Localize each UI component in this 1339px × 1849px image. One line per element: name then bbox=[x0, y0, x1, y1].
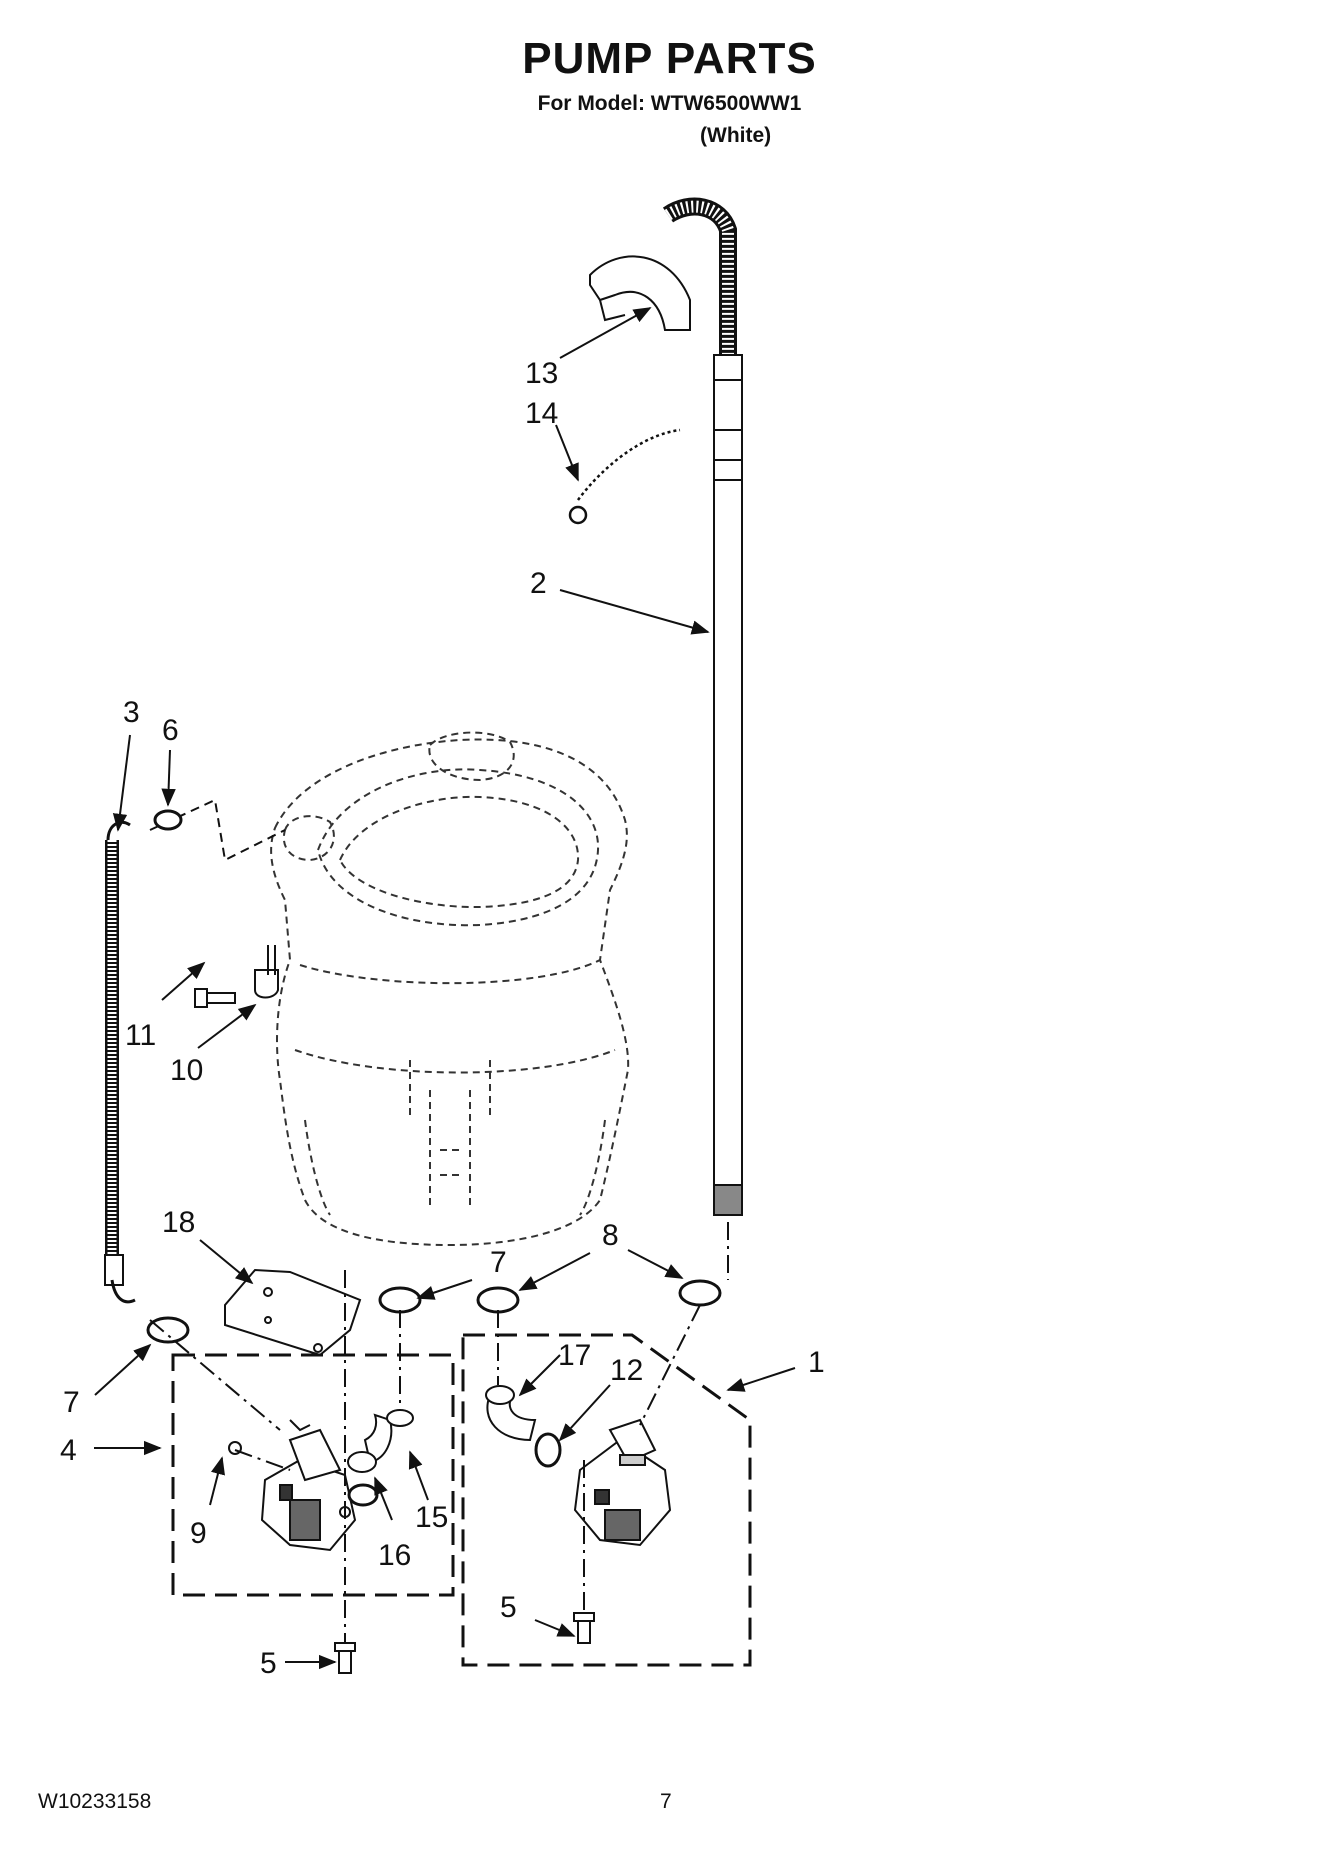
callout-5-right: 5 bbox=[500, 1591, 517, 1624]
document-number: W10233158 bbox=[38, 1790, 152, 1813]
right-pump-assembly-box bbox=[461, 1333, 752, 1667]
drain-hose bbox=[662, 197, 743, 1216]
callout-10: 10 bbox=[170, 1054, 203, 1087]
callout-5-left: 5 bbox=[260, 1647, 277, 1680]
callout-6-lower: 7 bbox=[490, 1246, 507, 1279]
callout-13: 13 bbox=[525, 357, 558, 390]
inlet-guide-line bbox=[149, 798, 286, 862]
callout-11: 11 bbox=[125, 1019, 156, 1052]
tie-strap bbox=[568, 428, 681, 525]
callout-6-upper: 6 bbox=[162, 714, 179, 747]
callout-15: 15 bbox=[415, 1501, 448, 1534]
inlet-hose bbox=[104, 820, 136, 1304]
callout-8: 8 bbox=[602, 1219, 619, 1252]
page-number: 7 bbox=[660, 1790, 672, 1813]
washer-tub-outline bbox=[270, 731, 630, 1247]
callout-3: 3 bbox=[123, 696, 140, 729]
callout-14: 14 bbox=[525, 397, 558, 430]
tub-screw-and-clip bbox=[194, 945, 279, 1008]
callout-1: 1 bbox=[808, 1346, 825, 1379]
callout-4: 4 bbox=[60, 1434, 77, 1467]
callout-labels: 13 14 2 3 6 11 10 18 7 8 7 4 1 17 12 9 1… bbox=[60, 357, 825, 1680]
left-pump bbox=[228, 1419, 357, 1552]
hose-clamps bbox=[146, 809, 722, 1344]
callout-16: 16 bbox=[378, 1539, 411, 1572]
hose-guide bbox=[589, 255, 691, 331]
color-line: (White) bbox=[700, 124, 772, 147]
callout-7: 7 bbox=[63, 1386, 80, 1419]
callout-12: 12 bbox=[610, 1354, 643, 1387]
model-line: For Model: WTW6500WW1 bbox=[537, 92, 802, 115]
callout-18: 18 bbox=[162, 1206, 195, 1239]
callout-2: 2 bbox=[530, 567, 547, 600]
page-title: PUMP PARTS bbox=[522, 34, 817, 83]
elbow-hoses bbox=[347, 1385, 562, 1507]
right-pump bbox=[573, 1418, 672, 1547]
pump-shield bbox=[224, 1268, 362, 1357]
left-pump-assembly-box bbox=[171, 1353, 455, 1597]
callout-9: 9 bbox=[190, 1517, 207, 1550]
callout-leaders bbox=[94, 307, 796, 1670]
callout-17: 17 bbox=[558, 1339, 591, 1372]
assembly-center-lines bbox=[149, 1222, 729, 1643]
